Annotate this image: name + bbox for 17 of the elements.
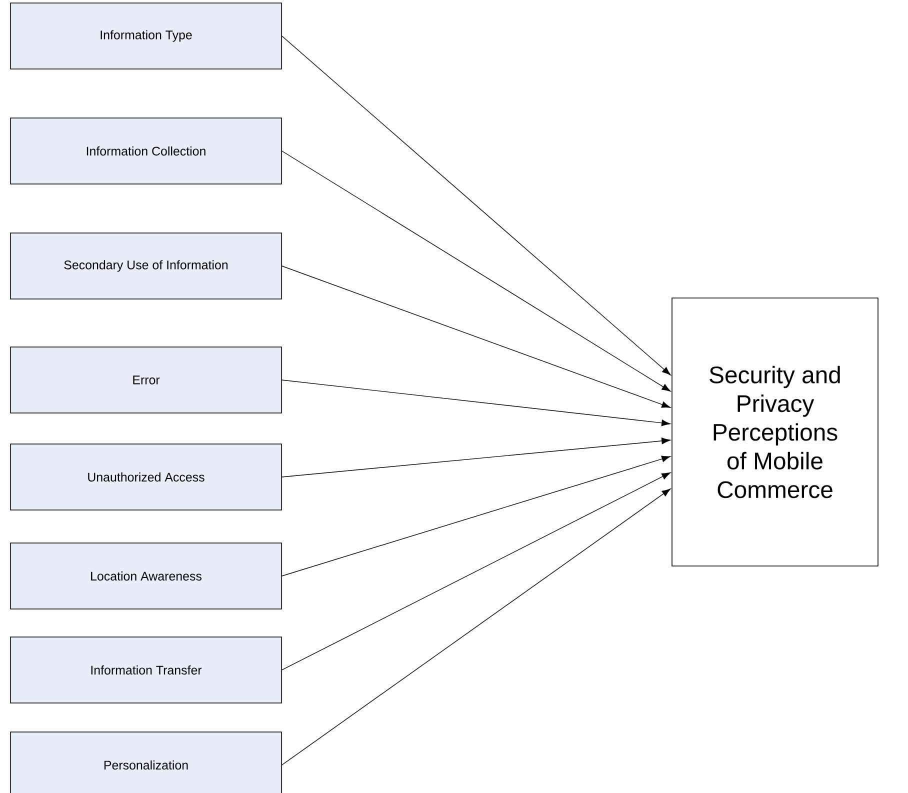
- factor-box: Information Transfer: [10, 636, 282, 704]
- arrow: [282, 438, 670, 478]
- factor-box: Location Awareness: [10, 542, 282, 610]
- factor-box: Information Type: [10, 2, 282, 70]
- factor-box: Secondary Use of Information: [10, 232, 282, 300]
- arrow: [282, 456, 670, 576]
- arrow: [282, 380, 670, 426]
- factor-box: Information Collection: [10, 118, 282, 184]
- factor-box: Personalization: [10, 732, 282, 793]
- arrow: [282, 472, 671, 670]
- arrow: [282, 488, 671, 766]
- arrow: [282, 266, 670, 408]
- arrow: [282, 36, 671, 376]
- arrow: [282, 150, 671, 392]
- factor-box: Unauthorized Access: [10, 444, 282, 510]
- outcome-box: Security and Privacy Perceptions of Mobile Commerce: [672, 298, 878, 566]
- factor-box: Error: [10, 346, 282, 414]
